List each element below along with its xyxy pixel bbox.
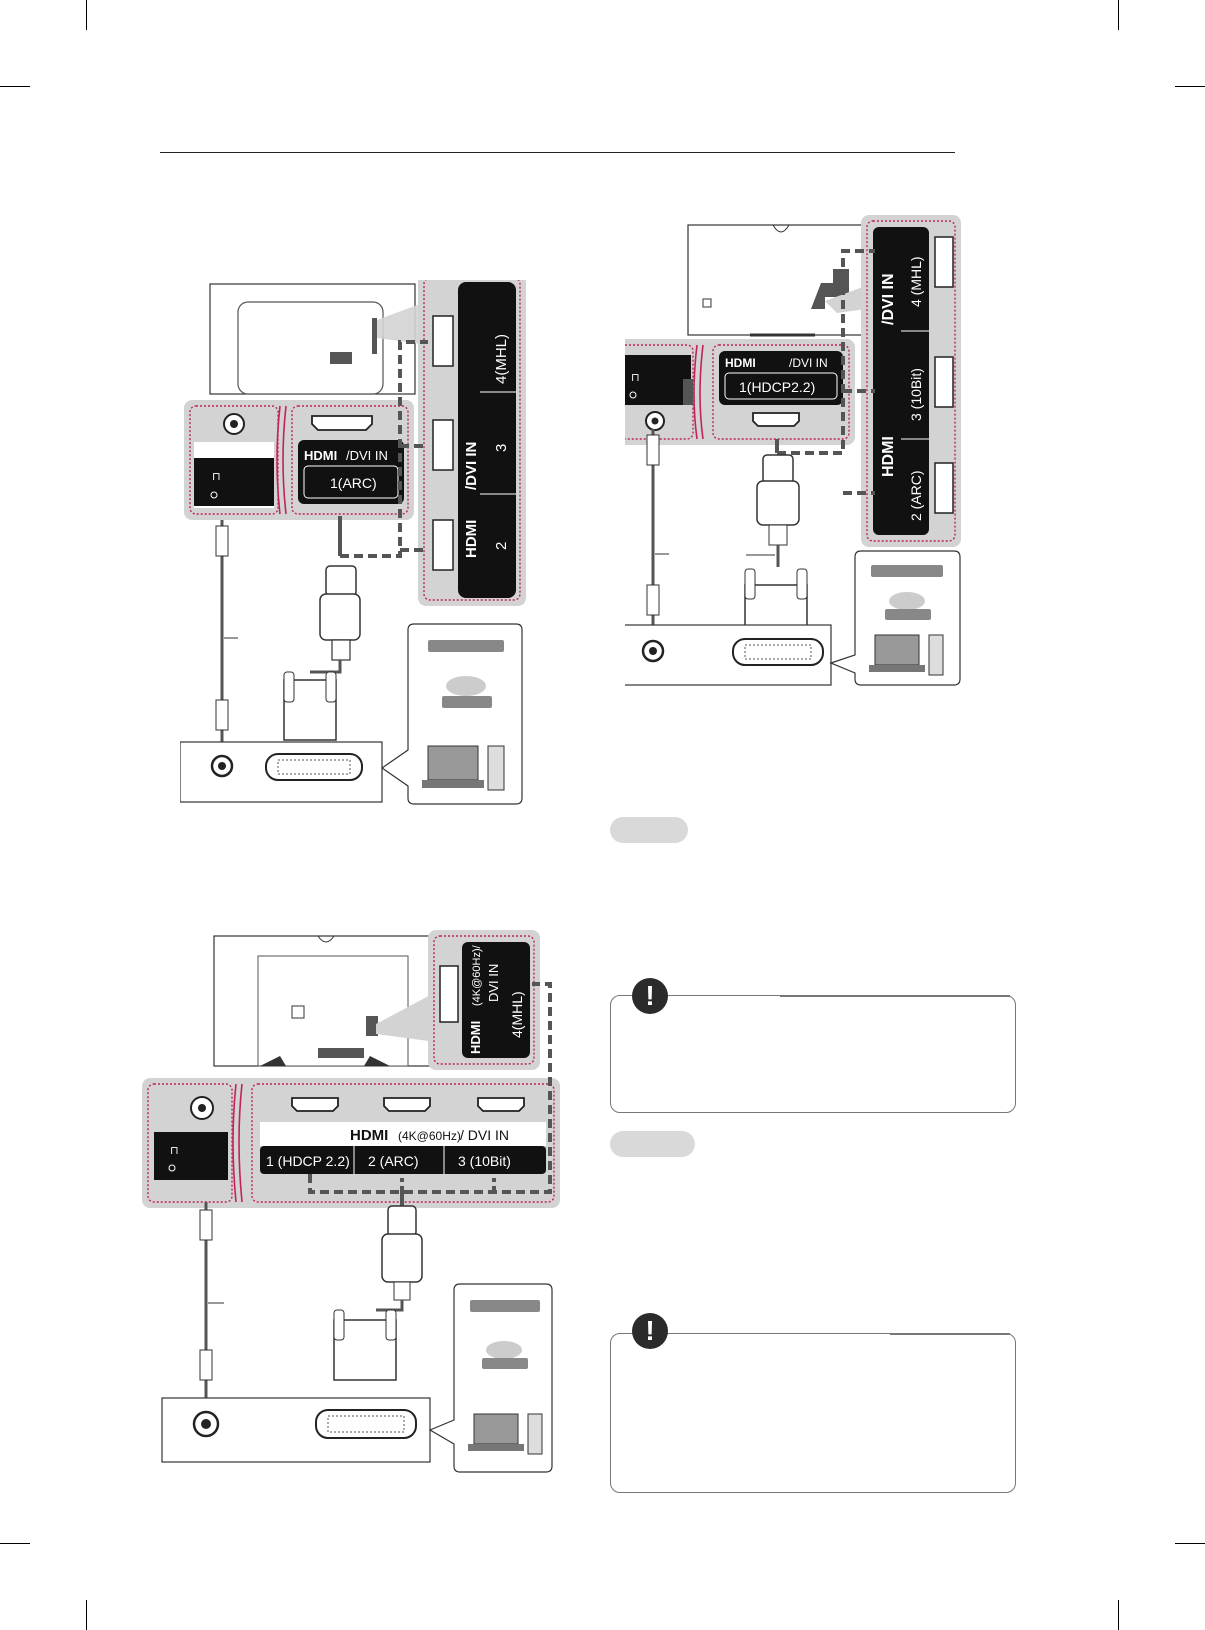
- bottom-port-1: 1 (HDCP 2.2): [266, 1153, 350, 1169]
- header-rule: [160, 152, 955, 153]
- caution-rule: [890, 1333, 1010, 1335]
- side-label-line1: (4K@60Hz)/: [471, 944, 483, 1006]
- caution-box-1: [610, 995, 1016, 1113]
- port-arc-label: 1(ARC): [330, 475, 377, 491]
- side-port-3: 3 (10Bit): [908, 368, 924, 421]
- connection-diagram-b: ⊓ HDMI /DVI IN 1(HDCP2.2) 4 (MHL) 3 (10B…: [625, 215, 961, 686]
- crop-mark: [0, 86, 30, 87]
- connection-diagram-a: ⊓ HDMI /DVI IN 1(ARC) 4(MHL) 3 2 /DVI IN…: [180, 280, 526, 805]
- crop-mark: [1118, 1600, 1119, 1630]
- svg-text:HDMI: HDMI: [463, 520, 480, 558]
- crop-mark: [1118, 0, 1119, 30]
- side-port-2: 2: [493, 542, 510, 550]
- svg-text:HDMI: HDMI: [725, 356, 756, 370]
- svg-text:HDMI: HDMI: [880, 436, 897, 477]
- section-tab-2: [610, 1131, 695, 1157]
- caution-icon: !: [632, 978, 668, 1014]
- side-port: 4(MHL): [509, 991, 525, 1038]
- section-tab-1: [610, 817, 688, 843]
- bottom-port-3: 3 (10Bit): [458, 1153, 511, 1169]
- svg-text:HDMI: HDMI: [468, 1021, 483, 1054]
- caution-rule: [780, 995, 1010, 997]
- hdmi-logo: HDMI: [304, 448, 337, 463]
- caution-icon: !: [632, 1313, 668, 1349]
- caution-box-2: [610, 1333, 1016, 1493]
- crop-mark: [86, 1600, 87, 1630]
- side-title: /DVI IN: [880, 273, 897, 325]
- bottom-port-2: 2 (ARC): [368, 1153, 419, 1169]
- crop-mark: [1175, 86, 1205, 87]
- bottom-title-dvi: / DVI IN: [460, 1127, 509, 1143]
- svg-text:⊓: ⊓: [170, 1145, 179, 1157]
- crop-mark: [0, 1543, 30, 1544]
- side-port-4: 4(MHL): [493, 334, 510, 384]
- side-title: /DVI IN: [463, 442, 480, 490]
- crop-mark: [1175, 1543, 1205, 1544]
- side-label-line2: DVI IN: [486, 964, 501, 1002]
- svg-text:⊓: ⊓: [212, 471, 221, 483]
- bottom-title-suffix: (4K@60Hz): [398, 1129, 461, 1143]
- port-label: /DVI IN: [346, 448, 388, 463]
- port-hdcp-label: 1(HDCP2.2): [739, 379, 815, 395]
- crop-mark: [86, 0, 87, 30]
- connection-diagram-c: HDMI (4K@60Hz)/ DVI IN 4(MHL) ⊓ HDMI (4K…: [142, 930, 560, 1473]
- port-label: /DVI IN: [789, 356, 828, 370]
- svg-text:⊓: ⊓: [631, 372, 640, 384]
- side-port-4: 4 (MHL): [908, 256, 924, 307]
- svg-text:HDMI: HDMI: [350, 1127, 388, 1144]
- side-port-2: 2 (ARC): [908, 470, 924, 521]
- side-port-3: 3: [493, 444, 510, 452]
